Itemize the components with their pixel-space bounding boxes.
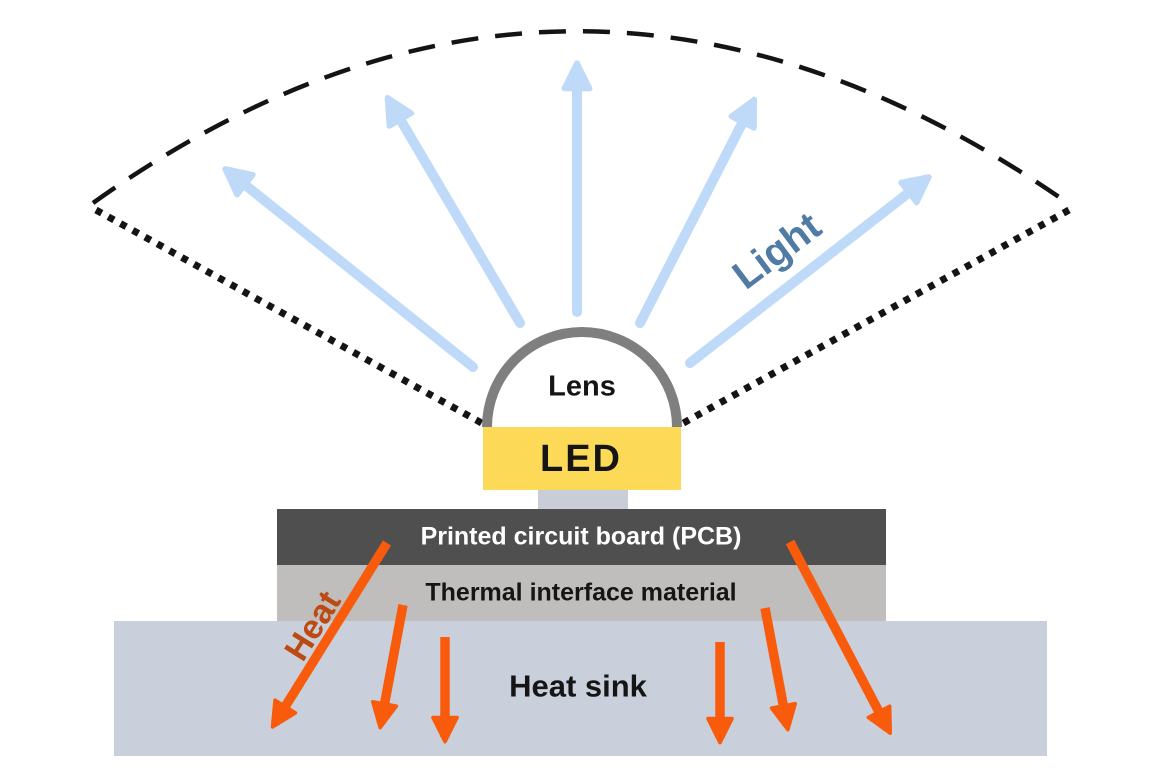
lens-dome <box>482 327 682 428</box>
tim-rect <box>277 565 886 621</box>
heat-arrow-5 <box>760 607 798 732</box>
led-label: LED <box>540 438 622 480</box>
beam-fan-dashed-arc <box>91 29 1074 208</box>
light-arrow-4 <box>635 96 758 328</box>
heat-arrow-1 <box>270 540 392 729</box>
light-arrow-5 <box>685 174 932 368</box>
light-arrows <box>222 60 932 372</box>
light-arrow-2 <box>384 94 525 328</box>
beam-fan-dotted-line-left <box>94 206 489 430</box>
beam-fan-dotted-line-right <box>676 206 1071 430</box>
lens-label: Lens <box>548 370 616 403</box>
light-arrow-1 <box>222 166 478 372</box>
heat-arrows <box>270 539 893 745</box>
pcb-label: Printed circuit board (PCB) <box>420 522 742 551</box>
led-rect <box>483 427 681 490</box>
heat-sink-label: Heat sink <box>509 668 647 704</box>
heat-arrow-2 <box>370 604 408 730</box>
tim-label: Thermal interface material <box>425 578 737 607</box>
heat-arrow-6 <box>785 539 893 735</box>
